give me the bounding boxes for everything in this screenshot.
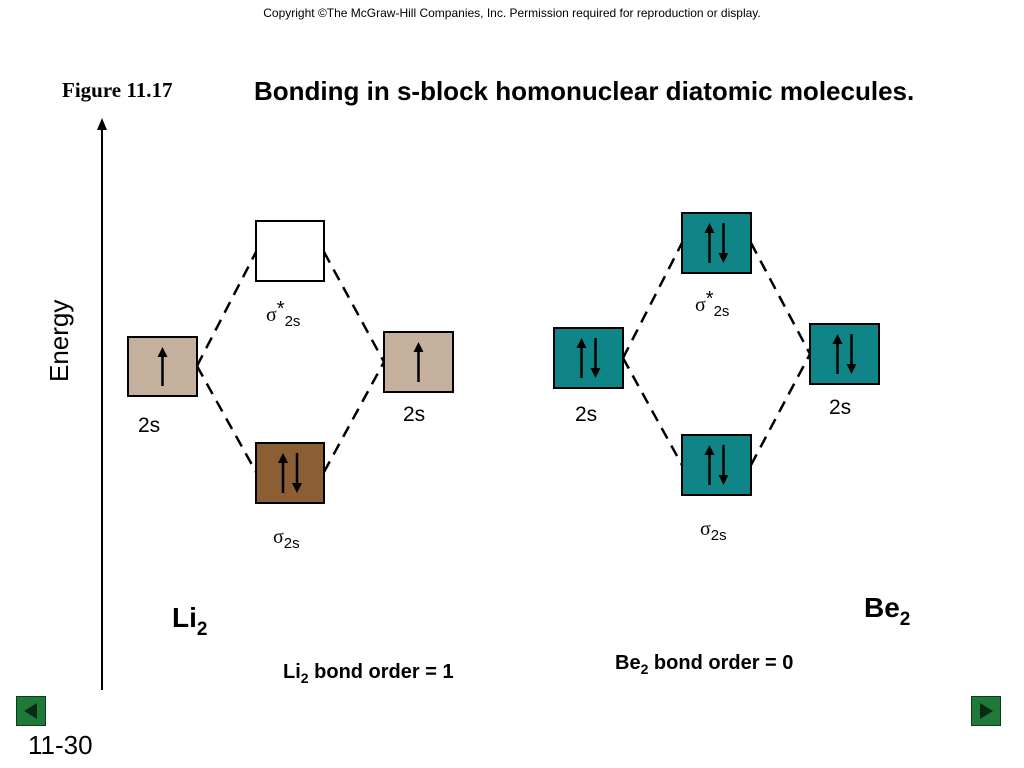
be2-bond-order: Be2 bond order = 0: [615, 652, 793, 677]
be2-right-2s-orbital: [809, 323, 880, 385]
li2-orbitals: [127, 220, 454, 504]
li2-sigma_2s-electron-down: [292, 453, 302, 493]
be2-right-2s-label: 2s: [829, 396, 851, 419]
energy-axis-arrowhead: [97, 118, 107, 130]
be2-sigma-label: σ2s: [700, 518, 727, 544]
li2-line-left-antibonding: [195, 251, 258, 367]
figure-label: Figure 11.17: [62, 78, 173, 102]
be2-molecule-label: Be2: [864, 592, 910, 630]
be2-right_2s-electron-down: [846, 334, 857, 374]
triangle-right-icon: [980, 703, 993, 719]
be2-sigma_2s-electron-up: [704, 445, 715, 485]
li2-sigma-2s-orbital: [255, 442, 325, 504]
be2-sigma_star_2s-electron-down: [718, 223, 729, 263]
next-slide-button[interactable]: [971, 696, 1001, 726]
previous-slide-button[interactable]: [16, 696, 46, 726]
be2-line-right-bonding: [749, 353, 812, 466]
li2-sigma-star-2s-orbital: [255, 220, 325, 282]
be2-left-2s-label: 2s: [575, 403, 597, 426]
be2-orbitals: [553, 212, 880, 496]
be2-left_2s-electron-up: [576, 338, 587, 378]
li2-left-2s-label: 2s: [138, 414, 160, 437]
li2-line-right-bonding: [322, 361, 386, 473]
copyright-notice: Copyright ©The McGraw-Hill Companies, In…: [263, 6, 761, 20]
li2-line-left-bonding: [195, 365, 258, 473]
li2-right-2s-label: 2s: [403, 403, 425, 426]
be2-line-right-antibonding: [749, 242, 812, 355]
li2-left_2s-electron-up: [157, 347, 168, 386]
li2-sigma_2s-electron-up: [278, 453, 288, 493]
be2-left-2s-orbital: [553, 327, 624, 389]
be2-sigma-star-2s-orbital: [681, 212, 752, 274]
slide-number: 11-30: [28, 730, 93, 760]
be2-sigma_2s-electron-down: [718, 445, 729, 485]
be2-line-left-antibonding: [621, 242, 684, 359]
li2-right_2s-electron-up: [413, 342, 424, 382]
be2-correlation-lines: [621, 242, 812, 466]
li2-sigma-star-label: σ*2s: [266, 298, 300, 330]
li2-correlation-lines: [195, 251, 386, 473]
be2-right_2s-electron-up: [832, 334, 843, 374]
be2-left_2s-electron-down: [590, 338, 601, 378]
be2-sigma_star_2s-electron-up: [704, 223, 715, 263]
page-title: Bonding in s-block homonuclear diatomic …: [254, 76, 915, 106]
triangle-left-icon: [24, 703, 37, 719]
li2-line-right-antibonding: [322, 251, 386, 363]
be2-sigma-2s-orbital: [681, 434, 752, 496]
be2-sigma-star-label: σ*2s: [695, 288, 729, 320]
be2-line-left-bonding: [621, 357, 684, 466]
li2-bond-order: Li2 bond order = 1: [283, 661, 454, 686]
li2-molecule-label: Li2: [172, 602, 207, 640]
li2-sigma-label: σ2s: [273, 526, 300, 552]
be2-electrons: [576, 223, 857, 485]
energy-axis-label: Energy: [44, 300, 74, 382]
li2-electrons: [157, 342, 424, 493]
